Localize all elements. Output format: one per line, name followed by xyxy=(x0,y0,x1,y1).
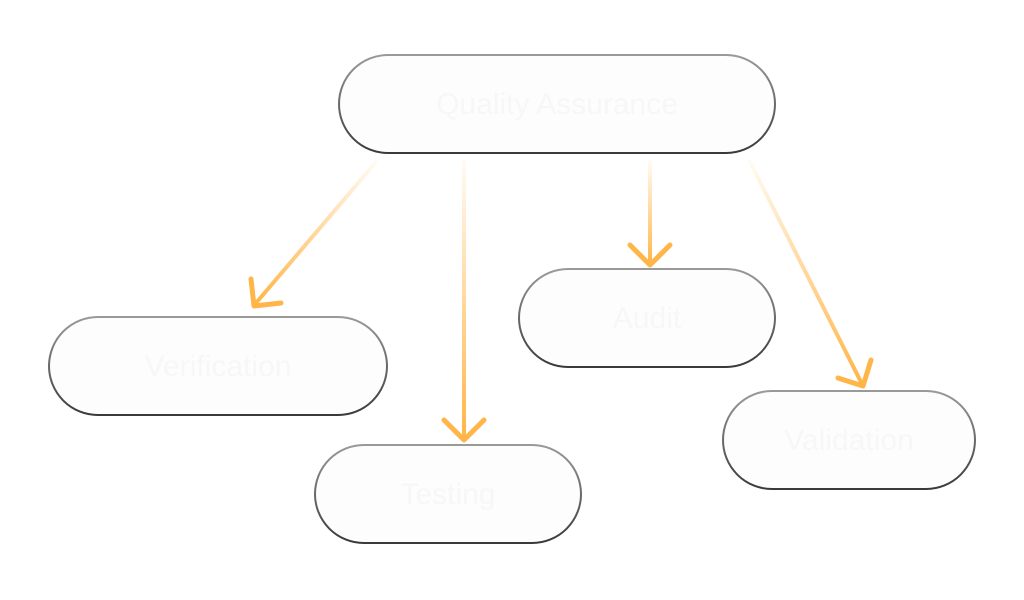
node-verification-label: Verification xyxy=(145,350,292,383)
node-root-label: Quality Assurance xyxy=(436,88,678,121)
node-testing[interactable]: Testing xyxy=(314,444,582,544)
node-testing-label: Testing xyxy=(400,478,495,511)
node-audit[interactable]: Audit xyxy=(518,268,776,368)
arrow-root-to-audit xyxy=(627,160,673,268)
node-audit-label: Audit xyxy=(613,302,682,335)
node-validation-label: Validation xyxy=(784,424,914,457)
arrow-root-to-validation xyxy=(748,160,874,389)
node-validation[interactable]: Validation xyxy=(722,390,976,490)
node-verification[interactable]: Verification xyxy=(48,316,388,416)
node-root[interactable]: Quality Assurance xyxy=(338,54,776,154)
arrow-root-to-testing xyxy=(441,160,487,443)
arrow-root-to-verification xyxy=(248,160,378,309)
